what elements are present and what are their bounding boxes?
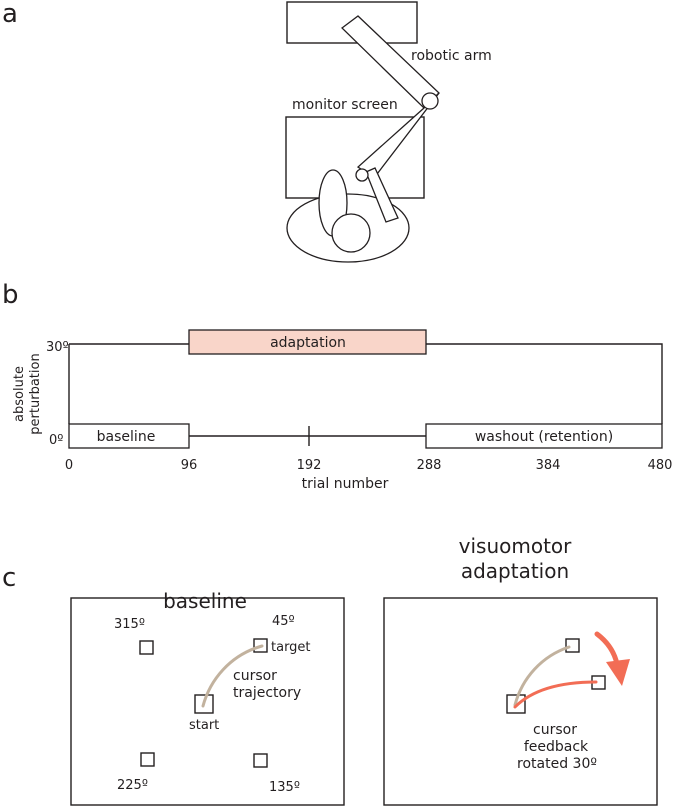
person-right-arm	[365, 167, 399, 223]
cursor-feedback-path	[513, 680, 598, 709]
baseline-workspace	[70, 597, 345, 806]
panel-a: a robotic arm monitor screen	[2, 0, 492, 263]
cursor-trajectory-path	[201, 644, 264, 708]
cursor-feedback-label-line2: feedback	[524, 739, 589, 755]
robotic-arm-joint	[421, 92, 439, 110]
x-tick-label: 480	[648, 458, 673, 473]
adaptation-panel-title-line1: visuomotor	[459, 534, 573, 558]
monitor-screen-label: monitor screen	[292, 97, 398, 113]
robot-screen-rect	[286, 1, 418, 44]
start-position	[194, 694, 214, 714]
panel-b-letter: b	[2, 280, 19, 310]
y-axis-label-line1: absolute	[12, 366, 27, 422]
washout-block	[425, 423, 663, 449]
cursor-feedback-label-line1: cursor	[533, 722, 577, 738]
x-tick-label: 288	[417, 458, 442, 473]
x-tick-label: 0	[65, 458, 73, 473]
y-axis-label-line2: perturbation	[28, 353, 43, 434]
adaptation-panel-title-line2: adaptation	[461, 559, 569, 583]
target-315	[139, 640, 154, 655]
rotation-arrow-head	[606, 659, 630, 686]
y-tick-30: 30º	[46, 340, 69, 355]
target-225	[140, 752, 155, 767]
cursor-feedback-label-line3: rotated 30º	[517, 756, 597, 772]
start-position-adaptation	[506, 694, 526, 714]
target-45	[253, 638, 268, 653]
x-tick-label: 96	[181, 458, 198, 473]
target-45-adaptation	[565, 638, 580, 653]
angle-315-label: 315º	[114, 617, 145, 632]
y-tick-0: 0º	[49, 433, 63, 448]
angle-225-label: 225º	[117, 778, 148, 793]
robotic-arm-label: robotic arm	[411, 48, 492, 64]
rotation-arrow-shaft	[594, 631, 620, 667]
adaptation-block-label: adaptation	[270, 335, 346, 351]
baseline-block-label: baseline	[97, 429, 156, 445]
panel-c: c baseline visuomotor adaptation 315º 45…	[2, 534, 658, 806]
target-135	[253, 753, 268, 768]
target-label: target	[271, 640, 311, 655]
cursor-trajectory-label-line2: trajectory	[233, 685, 301, 701]
x-axis-label: trial number	[302, 476, 389, 492]
panel-a-letter: a	[2, 0, 18, 29]
angle-135-label: 135º	[269, 780, 300, 795]
adaptation-block	[188, 329, 427, 355]
adaptation-workspace	[383, 597, 658, 806]
start-label: start	[189, 718, 219, 733]
hand-trajectory-path	[513, 645, 571, 707]
x-tick-label: 192	[297, 458, 322, 473]
baseline-block	[68, 423, 190, 449]
panel-b: b absolute perturbation 30º 0º baseline …	[2, 280, 672, 492]
cursor-trajectory-label-line1: cursor	[233, 668, 277, 684]
robot-handle	[355, 168, 369, 182]
washout-block-label: washout (retention)	[475, 429, 613, 445]
angle-45-label: 45º	[272, 614, 295, 629]
baseline-panel-title: baseline	[163, 589, 247, 613]
panel-c-letter: c	[2, 563, 16, 593]
x-tick-label: 384	[536, 458, 561, 473]
perturbation-profile	[68, 343, 663, 446]
person-head	[331, 213, 371, 253]
